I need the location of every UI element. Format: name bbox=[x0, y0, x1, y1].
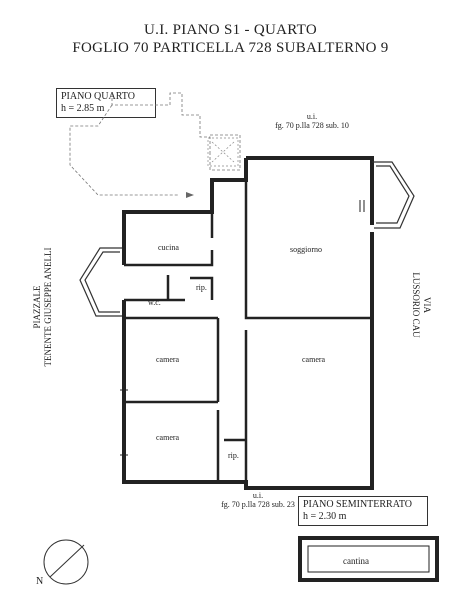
room-rip2-label: rip. bbox=[228, 451, 239, 460]
entry-arrow-icon bbox=[186, 192, 194, 198]
plan-title-line1: U.I. PIANO S1 - QUARTO bbox=[144, 22, 317, 38]
room-rip1-label: rip. bbox=[196, 283, 207, 292]
room-camera1-label: camera bbox=[156, 355, 180, 364]
floor-quarto-label: PIANO QUARTO bbox=[61, 91, 135, 102]
neighbor-top-note: u.i. fg. 70 p.lla 728 sub. 10 bbox=[262, 112, 362, 130]
neighbor-bottom-note: u.i. fg. 70 p.lla 728 sub. 23 bbox=[208, 491, 308, 509]
neighbor-top-line1: u.i. bbox=[306, 112, 318, 121]
room-wc-label: w.c. bbox=[148, 298, 161, 307]
floor-seminterrato-box: PIANO SEMINTERRATO h = 2.30 m bbox=[298, 496, 428, 526]
cantina-outline bbox=[298, 536, 439, 582]
exterior-walls bbox=[122, 156, 374, 490]
room-camera2-label: camera bbox=[302, 355, 326, 364]
room-camera3-label: camera bbox=[156, 433, 180, 442]
room-cucina-label: cucina bbox=[158, 243, 179, 252]
stair-arrows-icon bbox=[207, 137, 239, 167]
neighbor-bottom-line1: u.i. bbox=[252, 491, 264, 500]
neighbor-top-line2: fg. 70 p.lla 728 sub. 10 bbox=[275, 121, 349, 130]
room-cantina-label: cantina bbox=[343, 556, 369, 566]
window-marks bbox=[120, 200, 365, 456]
room-soggiorno-label: soggiorno bbox=[290, 245, 322, 254]
north-label: N bbox=[36, 576, 43, 587]
floor-seminterrato-height: h = 2.30 m bbox=[303, 511, 347, 522]
terrace-outline bbox=[69, 92, 241, 196]
bay-window-left bbox=[79, 247, 122, 317]
floor-quarto-box: PIANO QUARTO h = 2.85 m bbox=[56, 88, 156, 118]
floor-quarto-height: h = 2.85 m bbox=[61, 103, 105, 114]
north-arrow-icon bbox=[43, 539, 89, 585]
interior-walls bbox=[124, 180, 372, 482]
bay-window-right bbox=[372, 161, 415, 229]
neighbor-bottom-line2: fg. 70 p.lla 728 sub. 23 bbox=[221, 500, 295, 509]
plan-title-line2: FOGLIO 70 PARTICELLA 728 SUBALTERNO 9 bbox=[72, 40, 389, 56]
floor-seminterrato-label: PIANO SEMINTERRATO bbox=[303, 499, 412, 510]
